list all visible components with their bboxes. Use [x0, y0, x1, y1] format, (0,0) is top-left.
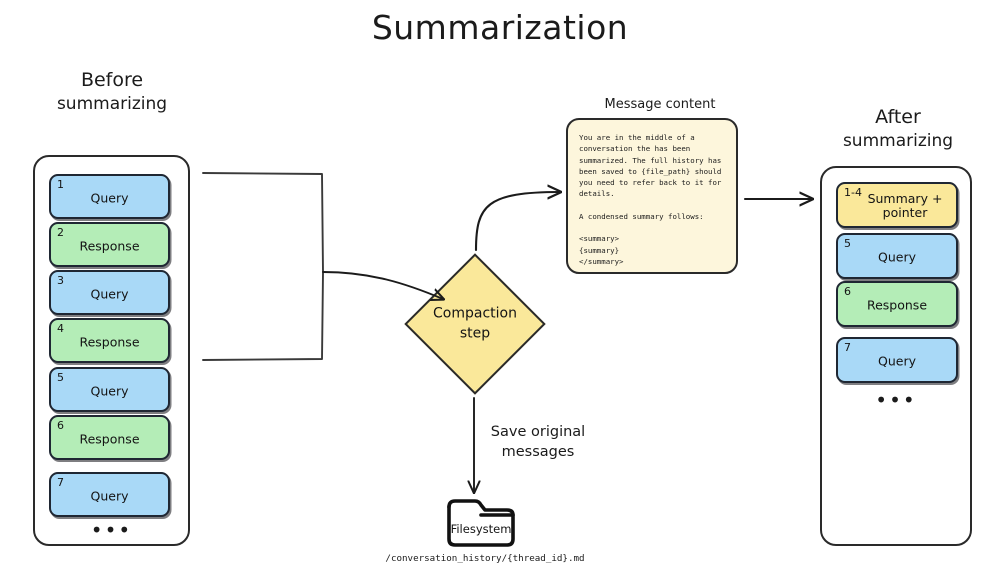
- before-message-2[interactable]: 2 Response: [49, 222, 170, 267]
- after-message-5-label: Query: [878, 249, 916, 265]
- before-message-6[interactable]: 6 Response: [49, 415, 170, 460]
- after-message-list: 1-4 Summary + pointer 5 Query 6 Response…: [820, 166, 972, 546]
- before-message-5-label: Query: [90, 382, 129, 398]
- after-message-7[interactable]: 7 Query: [836, 337, 958, 383]
- compaction-step-label: Compaction step: [405, 304, 545, 345]
- before-message-5-index: 5: [57, 371, 64, 384]
- before-message-6-index: 6: [57, 419, 64, 432]
- before-message-2-label: Response: [79, 237, 140, 253]
- save-label-line2: messages: [501, 443, 575, 460]
- after-column-heading: After summarizing: [808, 105, 988, 153]
- after-message-summary[interactable]: 1-4 Summary + pointer: [836, 182, 958, 228]
- compaction-step-node[interactable]: Compaction step: [404, 253, 546, 395]
- after-message-7-label: Query: [878, 353, 916, 369]
- after-heading-line1: After: [875, 106, 921, 128]
- before-message-3-index: 3: [57, 274, 64, 287]
- filesystem-label: Filesystem: [450, 522, 512, 536]
- after-message-6-index: 6: [844, 285, 851, 298]
- before-message-6-label: Response: [79, 430, 140, 446]
- folder-icon: [447, 499, 515, 547]
- save-label-line1: Save original: [490, 424, 586, 440]
- after-message-summary-index: 1-4: [844, 186, 862, 199]
- message-content-text: You are in the middle of a conversation …: [579, 133, 722, 266]
- after-message-6-label: Response: [866, 297, 928, 313]
- after-message-summary-label: Summary + pointer: [867, 190, 943, 221]
- after-message-5-index: 5: [844, 237, 851, 250]
- before-heading-line2: summarizing: [56, 94, 168, 115]
- file-path-caption: /conversation_history/{thread_id}.md: [385, 553, 585, 564]
- before-message-1[interactable]: 1 Query: [49, 174, 170, 219]
- after-message-6[interactable]: 6 Response: [836, 281, 958, 327]
- before-message-1-label: Query: [90, 189, 129, 205]
- before-message-7-index: 7: [57, 476, 64, 489]
- before-column-heading: Before summarizing: [22, 68, 202, 116]
- bracket-connector: [202, 172, 324, 361]
- save-original-messages-label: Save original messages: [478, 423, 598, 462]
- before-message-3-label: Query: [90, 285, 129, 301]
- compaction-label-line1: Compaction: [433, 305, 517, 322]
- message-content-label: Message content: [604, 97, 716, 112]
- before-message-4-label: Response: [79, 333, 140, 349]
- filesystem-node[interactable]: Filesystem: [441, 497, 521, 549]
- before-list-ellipsis: •••: [90, 518, 133, 542]
- before-message-7-label: Query: [90, 487, 129, 503]
- after-message-7-index: 7: [844, 341, 851, 354]
- compaction-label-line2: step: [459, 326, 491, 342]
- arrow-compaction-to-message-content: [474, 192, 560, 252]
- before-message-5[interactable]: 5 Query: [49, 367, 170, 412]
- before-message-2-index: 2: [57, 226, 64, 239]
- before-heading-line1: Before: [80, 69, 144, 91]
- message-content-panel: You are in the middle of a conversation …: [566, 118, 738, 274]
- after-heading-line2: summarizing: [842, 131, 954, 152]
- after-list-ellipsis: •••: [875, 388, 917, 412]
- page-title: Summarization: [371, 8, 629, 47]
- before-message-1-index: 1: [57, 178, 64, 191]
- after-message-5[interactable]: 5 Query: [836, 233, 958, 279]
- before-message-7[interactable]: 7 Query: [49, 472, 170, 517]
- before-message-4[interactable]: 4 Response: [49, 318, 170, 363]
- before-message-list: 1 Query 2 Response 3 Query 4 Response 5 …: [33, 155, 190, 546]
- before-message-3[interactable]: 3 Query: [49, 270, 170, 315]
- before-message-4-index: 4: [57, 322, 64, 335]
